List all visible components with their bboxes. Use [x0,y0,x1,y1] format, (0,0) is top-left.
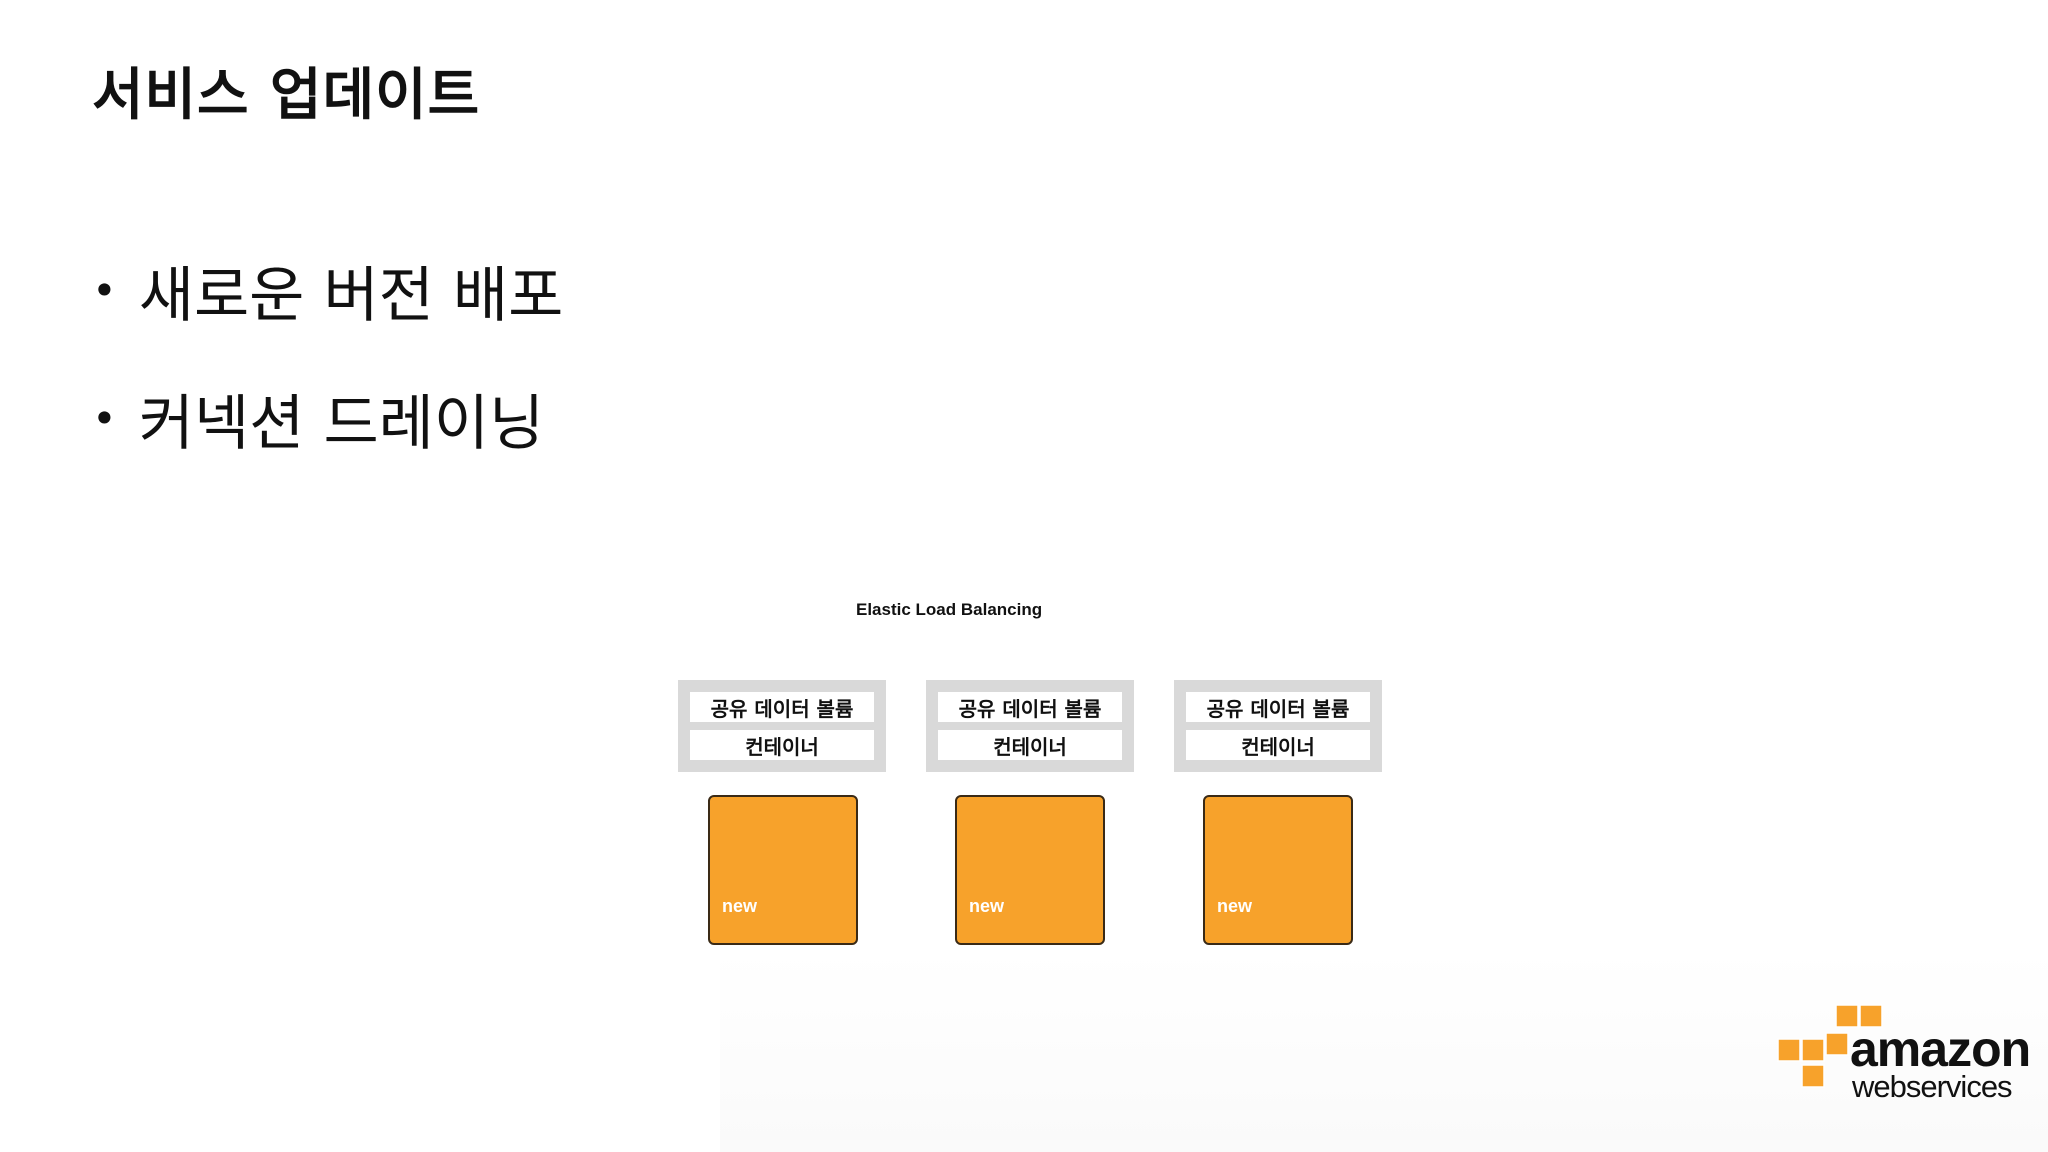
instance-box: new [708,795,858,945]
instance-label: new [1217,896,1253,916]
slide-title: 서비스 업데이트 [92,63,481,128]
aws-cubes-icon [1777,1004,1883,1088]
instance-label: new [722,896,758,916]
task-group: 공유 데이터 볼륨 컨테이너 [678,680,886,772]
instance-box: new [955,795,1105,945]
container-box: 컨테이너 [938,730,1122,760]
bullet-list: • 새로운 버전 배포 • 커넥션 드레이닝 [92,250,563,506]
task-group: 공유 데이터 볼륨 컨테이너 [926,680,1134,772]
container-box: 컨테이너 [1186,730,1370,760]
bullet-dot: • [92,265,117,315]
shared-volume-box: 공유 데이터 볼륨 [1186,692,1370,722]
task-group: 공유 데이터 볼륨 컨테이너 [1174,680,1382,772]
bullet-item: • 새로운 버전 배포 [92,250,563,331]
shared-volume-box: 공유 데이터 볼륨 [938,692,1122,722]
logo-subtitle: webservices [1852,1069,2013,1104]
shared-volume-box: 공유 데이터 볼륨 [690,692,874,722]
container-box: 컨테이너 [690,730,874,760]
elb-label: Elastic Load Balancing [856,600,1043,619]
bullet-text: 커넥션 드레이닝 [138,388,545,459]
bullet-item: • 커넥션 드레이닝 [92,378,563,459]
instance-box: new [1203,795,1353,945]
bullet-dot: • [92,393,117,443]
instance-label: new [969,896,1005,916]
bullet-text: 새로운 버전 배포 [138,260,564,331]
logo-word: amazon [1850,1021,2031,1077]
